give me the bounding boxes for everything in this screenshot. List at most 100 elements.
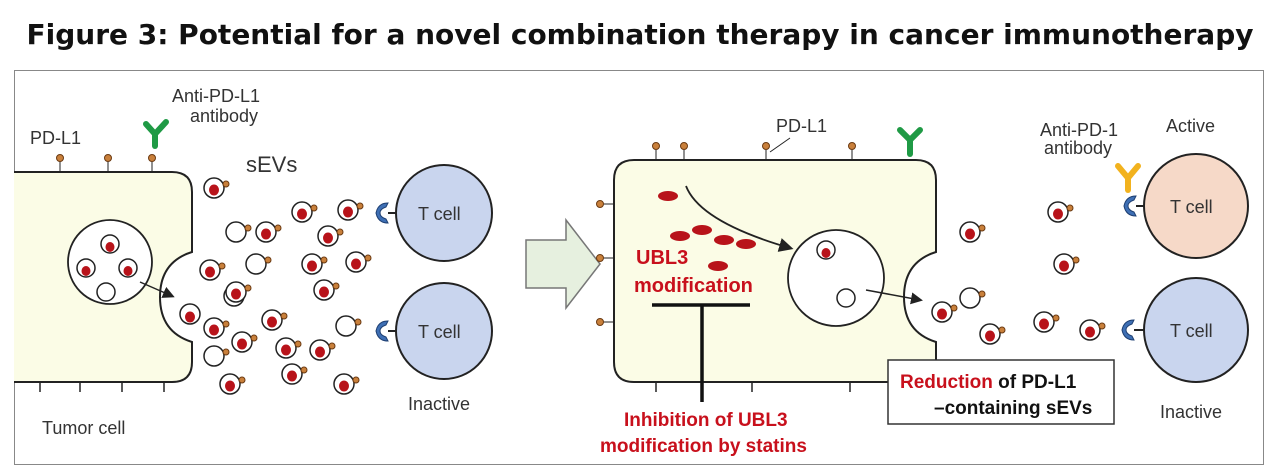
tcell-label-right-bottom: T cell (1170, 321, 1213, 341)
exocytosis-arrow-right (865, 289, 923, 305)
endosome-right (787, 229, 885, 327)
reduction-line2: –containing sEVs (934, 398, 1092, 419)
ubl3-label-line1: UBL3 (636, 247, 688, 269)
inhibition-label-line1: Inhibition of UBL3 (624, 410, 788, 431)
inhibition-tbar-icon (652, 303, 750, 402)
sev-pdl1-stud (950, 304, 958, 312)
pdl1-pointer-right (769, 137, 791, 153)
tumor-cell-right (613, 159, 937, 383)
sev-cargo (985, 330, 995, 342)
sev-cargo (209, 324, 219, 336)
sev-pdl1-stud (244, 224, 252, 232)
sevs-label: sEVs (246, 152, 297, 177)
pdl1-studs-left-top (56, 154, 156, 172)
sev-cargo (267, 316, 277, 328)
pd1-receptor-icons-right (1121, 195, 1144, 341)
sev-pdl1-stud (222, 348, 230, 356)
pdl1-studs-left-bottom (39, 382, 165, 392)
sev-cargo (237, 338, 247, 350)
pd1-receptor-icons-left (375, 202, 396, 342)
sev-cargo (205, 266, 215, 278)
vesicles-in-endosome-left (76, 234, 138, 302)
sev-pdl1-stud (320, 256, 328, 264)
sev-cargo (965, 228, 975, 240)
sev-cargo (287, 370, 297, 382)
inhibition-label-line2: modification by statins (600, 436, 807, 457)
sev-pdl1-stud (356, 202, 364, 210)
sev-pdl1-stud (222, 180, 230, 188)
sev-cargo (261, 228, 271, 240)
reduction-box (887, 359, 1115, 425)
sev-cargo (225, 380, 235, 392)
sev-pdl1-stud (250, 334, 258, 342)
sevs-cloud-left (199, 177, 372, 395)
tumor-cell-label: Tumor cell (42, 418, 125, 438)
sev-cargo (281, 344, 291, 356)
sev-pdl1-stud (352, 376, 360, 384)
sev-pdl1-stud (336, 228, 344, 236)
inactive-label-left: Inactive (408, 394, 470, 414)
sev-cargo (1059, 260, 1069, 272)
sev-cargo (1053, 208, 1063, 220)
sev-cargo (1039, 318, 1049, 330)
sev-vesicle (245, 253, 267, 275)
reduction-rest: of PD-L1 (993, 372, 1077, 393)
anti-pd1-antibody-icon (1115, 163, 1141, 193)
sev-pdl1-stud (222, 320, 230, 328)
sev-pdl1-stud (1098, 322, 1106, 330)
sev-pdl1-stud (244, 284, 252, 292)
tcell-label-left-bottom: T cell (418, 322, 461, 342)
sev-cargo (937, 308, 947, 320)
sev-vesicle (959, 287, 981, 309)
sev-pdl1-stud (310, 204, 318, 212)
sev-pdl1-stud (978, 224, 986, 232)
figure-title: Figure 3: Potential for a novel combinat… (26, 18, 1254, 51)
endosome-left (67, 219, 153, 305)
sevs-cloud-right (931, 201, 1106, 345)
sev-cargo (307, 260, 317, 272)
sev-pdl1-stud (1066, 204, 1074, 212)
sev-pdl1-stud (354, 318, 362, 326)
sev-pdl1-stud (332, 282, 340, 290)
ubl3-label-line2: modification (634, 275, 753, 297)
sev-pdl1-stud (294, 340, 302, 348)
sev-cargo (319, 286, 329, 298)
sev-cargo (231, 288, 241, 300)
sev-vesicle (203, 345, 225, 367)
sev-pdl1-stud (1072, 256, 1080, 264)
pdl1-label-right: PD-L1 (776, 116, 827, 136)
anti-pd1-label-1: Anti-PD-1 (1040, 120, 1118, 140)
sev-cargo (315, 346, 325, 358)
sev-pdl1-stud (300, 366, 308, 374)
reduction-word: Reduction (900, 372, 993, 393)
sev-cargo (323, 232, 333, 244)
sev-pdl1-stud (998, 326, 1006, 334)
pdl1-label-left: PD-L1 (30, 128, 81, 148)
transition-arrow-icon (525, 217, 601, 311)
sev-cargo (209, 184, 219, 196)
sev-cargo (1085, 326, 1095, 338)
tcell-label-right-top: T cell (1170, 197, 1213, 217)
ubl3-particles (658, 191, 756, 271)
sev-pdl1-stud (274, 224, 282, 232)
sev-pdl1-stud (238, 376, 246, 384)
active-label: Active (1166, 116, 1215, 136)
reduction-line1: Reduction of PD-L1 (900, 372, 1077, 393)
sev-vesicle (225, 221, 247, 243)
tcell-label-left-top: T cell (418, 204, 461, 224)
sev-pdl1-stud (364, 254, 372, 262)
ubl3-pathway-arrow (685, 185, 794, 252)
anti-pdl1-antibody-right-icon (897, 127, 923, 157)
pdl1-studs-right-left (596, 200, 614, 326)
sev-pdl1-stud (1052, 314, 1060, 322)
sev-vesicle (335, 315, 357, 337)
sev-pdl1-stud (264, 256, 272, 264)
sev-cargo (339, 380, 349, 392)
pdl1-studs-right-bottom (655, 382, 907, 392)
sev-cargo (351, 258, 361, 270)
antibody-label-left-1: Anti-PD-L1 (172, 86, 260, 106)
sev-pdl1-stud (218, 262, 226, 270)
vesicles-in-endosome-right (816, 240, 856, 308)
